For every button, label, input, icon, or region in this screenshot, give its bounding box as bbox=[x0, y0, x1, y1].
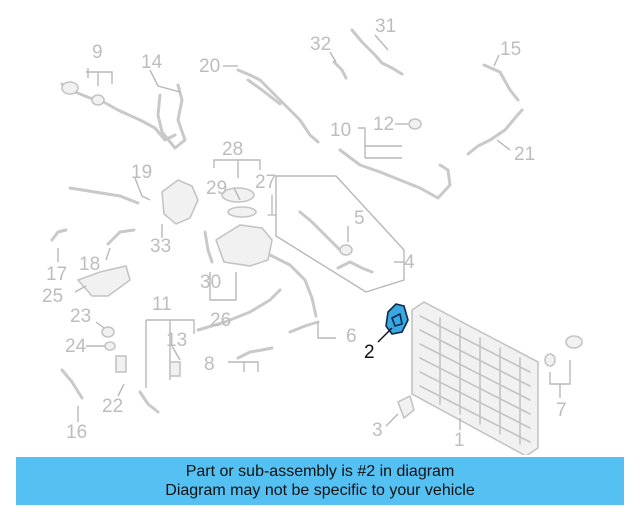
part-14-hose bbox=[149, 69, 187, 150]
part-20-pipe bbox=[223, 65, 320, 144]
callout-22: 22 bbox=[102, 396, 123, 417]
callout-9: 9 bbox=[92, 42, 103, 63]
callout-24: 24 bbox=[65, 336, 87, 357]
part-27-bolt bbox=[267, 194, 277, 216]
part-32-hose bbox=[329, 51, 348, 80]
callout-33: 33 bbox=[150, 236, 171, 257]
callout-14: 14 bbox=[141, 52, 163, 73]
part-3-bracket bbox=[385, 394, 415, 427]
callout-10: 10 bbox=[330, 120, 351, 141]
part-2-highlighted bbox=[377, 303, 409, 343]
banner-line-1: Part or sub-assembly is #2 in diagram bbox=[185, 463, 455, 480]
callout-12: 12 bbox=[373, 114, 394, 135]
callout-31: 31 bbox=[375, 16, 396, 37]
part-10-hose-assembly bbox=[338, 118, 452, 200]
callout-7: 7 bbox=[556, 400, 567, 421]
part-13-clip bbox=[169, 345, 181, 377]
callout-18: 18 bbox=[79, 254, 100, 275]
callout-4: 4 bbox=[404, 252, 415, 273]
part-4-group bbox=[275, 175, 405, 293]
part-24-fitting bbox=[86, 341, 116, 351]
part-30-reservoir bbox=[203, 224, 273, 301]
part-22-sensor bbox=[115, 355, 127, 397]
part-28-29-cap bbox=[213, 159, 261, 218]
info-banner: Part or sub-assembly is #2 in diagram Di… bbox=[16, 457, 624, 505]
part-7-fittings bbox=[544, 335, 583, 398]
part-19-pipe bbox=[68, 177, 151, 205]
callout-16: 16 bbox=[66, 422, 87, 443]
part-26-hose bbox=[196, 253, 318, 332]
part-31-hose bbox=[350, 28, 404, 76]
part-1-radiator bbox=[411, 301, 539, 455]
part-25-bracket bbox=[74, 265, 131, 297]
callout-29: 29 bbox=[206, 178, 227, 199]
callout-26: 26 bbox=[210, 310, 231, 331]
callout-13: 13 bbox=[166, 330, 187, 351]
callout-28: 28 bbox=[222, 139, 243, 160]
part-33-housing bbox=[161, 179, 199, 238]
part-15-hose bbox=[482, 54, 520, 102]
part-16-hose bbox=[60, 368, 84, 422]
callout-6: 6 bbox=[346, 326, 357, 347]
part-18-hose bbox=[105, 228, 136, 261]
callout-11: 11 bbox=[152, 294, 172, 315]
callout-23: 23 bbox=[70, 306, 91, 327]
banner-line-2: Diagram may not be specific to your vehi… bbox=[165, 482, 475, 499]
callout-17: 17 bbox=[46, 264, 67, 285]
callout-30: 30 bbox=[200, 272, 221, 293]
callout-21: 21 bbox=[514, 144, 535, 165]
callout-1: 1 bbox=[454, 430, 465, 451]
part-21-pipe bbox=[466, 108, 524, 156]
callout-19: 19 bbox=[131, 162, 152, 183]
callout-2-highlighted: 2 bbox=[364, 342, 375, 363]
callout-20: 20 bbox=[199, 56, 220, 77]
part-8-clamps bbox=[228, 346, 274, 372]
callout-5: 5 bbox=[354, 208, 365, 229]
part-6-hose bbox=[288, 320, 336, 339]
part-17-hose bbox=[50, 228, 68, 262]
callout-8: 8 bbox=[204, 354, 215, 375]
callout-3: 3 bbox=[372, 420, 383, 441]
callout-32: 32 bbox=[310, 34, 331, 55]
callout-15: 15 bbox=[500, 39, 521, 60]
parts-diagram: 9 14 20 31 32 15 10 12 21 28 19 29 27 5 … bbox=[42, 16, 583, 455]
callout-27: 27 bbox=[255, 172, 276, 193]
callout-25: 25 bbox=[42, 286, 63, 307]
part-23-sensor bbox=[95, 321, 115, 338]
part-9-hose-assembly bbox=[60, 68, 177, 142]
